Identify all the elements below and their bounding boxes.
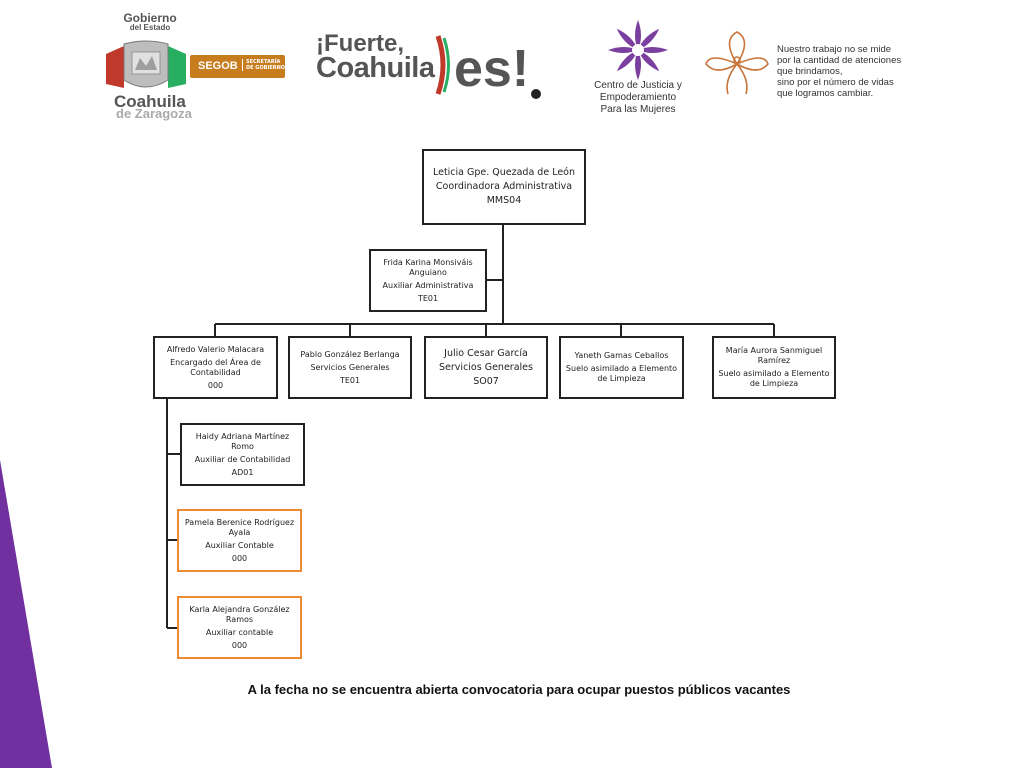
node-role: Coordinadora Administrativa bbox=[435, 181, 573, 192]
org-node-sub: Pamela Berenice Rodríguez Ayala Auxiliar… bbox=[177, 509, 302, 572]
node-role: Auxiliar Contable bbox=[205, 540, 274, 550]
gobierno-line2: del Estado bbox=[129, 23, 171, 32]
gobierno-state-name: Coahuila bbox=[114, 92, 186, 111]
campaign-line1: ¡Fuerte, bbox=[316, 30, 405, 57]
node-code: TE01 bbox=[339, 375, 361, 385]
cjm-name: Centro de Justicia y Empoderamiento Para… bbox=[582, 80, 694, 116]
node-name: Pablo González Berlanga bbox=[300, 349, 400, 359]
campaign-mark-text: es! bbox=[454, 40, 529, 98]
cjm-line: Para las Mujeres bbox=[600, 104, 676, 115]
segob-name: SEGOB bbox=[198, 60, 238, 72]
org-node-row: Yaneth Gamas Ceballos Suelo asimilado a … bbox=[559, 336, 684, 399]
cjm-line: Centro de Justicia y bbox=[594, 80, 682, 91]
node-role: Auxiliar de Contabilidad bbox=[194, 454, 291, 464]
node-name: Pamela Berenice Rodríguez Ayala bbox=[184, 517, 295, 537]
campaign-es-mark: es! bbox=[435, 35, 541, 99]
org-node-sub: Haidy Adriana Martínez Romo Auxiliar de … bbox=[180, 423, 305, 486]
node-name: Yaneth Gamas Ceballos bbox=[574, 351, 669, 360]
notice-text: A la fecha no se encuentra abierta convo… bbox=[247, 682, 791, 697]
node-role: Auxiliar contable bbox=[205, 627, 274, 637]
motto-line: por la cantidad de atenciones bbox=[777, 55, 902, 66]
node-name: Karla Alejandra González Ramos bbox=[189, 604, 290, 624]
node-name: María Aurora Sanmiguel Ramírez bbox=[725, 346, 823, 365]
gobierno-line1: Gobierno bbox=[123, 11, 177, 25]
node-code: TE01 bbox=[417, 293, 439, 303]
node-code: SO07 bbox=[473, 375, 499, 387]
node-name: Frida Karina Monsiváis Anguiano bbox=[383, 257, 473, 277]
node-name: Leticia Gpe. Quezada de León bbox=[432, 167, 576, 178]
motto-line: que brindamos, bbox=[777, 66, 843, 77]
node-name: Alfredo Valerio Malacara bbox=[166, 344, 265, 354]
cjm-flower-logo bbox=[608, 20, 668, 80]
coahuila-shield-logo bbox=[106, 40, 186, 88]
gobierno-state-sub: de Zaragoza bbox=[116, 106, 192, 121]
node-role: Servicios Generales bbox=[439, 361, 533, 373]
node-role: Suelo asimilado a Elemento de Limpieza bbox=[565, 364, 678, 383]
motto-flower-logo bbox=[705, 31, 769, 95]
org-node-head: Leticia Gpe. Quezada de León Coordinador… bbox=[422, 149, 586, 225]
cjm-line: Empoderamiento bbox=[599, 92, 677, 103]
org-node-row: María Aurora Sanmiguel Ramírez Suelo asi… bbox=[712, 336, 836, 399]
org-node-sub: Karla Alejandra González Ramos Auxiliar … bbox=[177, 596, 302, 659]
node-role: Auxiliar Administrativa bbox=[382, 280, 474, 290]
org-node-assistant: Frida Karina Monsiváis Anguiano Auxiliar… bbox=[369, 249, 487, 312]
motto-line: que logramos cambiar. bbox=[777, 88, 874, 99]
segob-sub: SECRETARÍA DE GOBIERNO bbox=[242, 59, 286, 71]
node-role: Servicios Generales bbox=[310, 362, 390, 372]
org-node-row: Alfredo Valerio Malacara Encargado del Á… bbox=[153, 336, 278, 399]
node-role: Encargado del Área de Contabilidad bbox=[170, 357, 261, 377]
gobierno-logo-text: Gobierno del Estado bbox=[120, 12, 180, 32]
node-code: 000 bbox=[231, 553, 248, 563]
node-code: MMS04 bbox=[486, 195, 522, 206]
motto-line: sino por el número de vidas bbox=[777, 77, 894, 88]
vacancy-notice: A la fecha no se encuentra abierta convo… bbox=[0, 682, 1024, 697]
node-name: Julio Cesar García bbox=[444, 347, 528, 359]
node-code: AD01 bbox=[231, 467, 254, 477]
node-code: 000 bbox=[231, 640, 248, 650]
node-code: 000 bbox=[207, 380, 224, 390]
org-node-row: Pablo González Berlanga Servicios Genera… bbox=[288, 336, 412, 399]
campaign-line2: Coahuila bbox=[316, 52, 435, 84]
node-name: Haidy Adriana Martínez Romo bbox=[195, 431, 290, 451]
node-role: Suelo asimilado a Elemento de Limpieza bbox=[718, 369, 830, 388]
motto-text: Nuestro trabajo no se mide por la cantid… bbox=[777, 44, 927, 99]
motto-line: Nuestro trabajo no se mide bbox=[777, 44, 892, 55]
segob-badge: SEGOB SECRETARÍA DE GOBIERNO bbox=[190, 55, 285, 78]
purple-side-stripe bbox=[0, 460, 52, 768]
org-node-row: Julio Cesar García Servicios Generales S… bbox=[424, 336, 548, 399]
